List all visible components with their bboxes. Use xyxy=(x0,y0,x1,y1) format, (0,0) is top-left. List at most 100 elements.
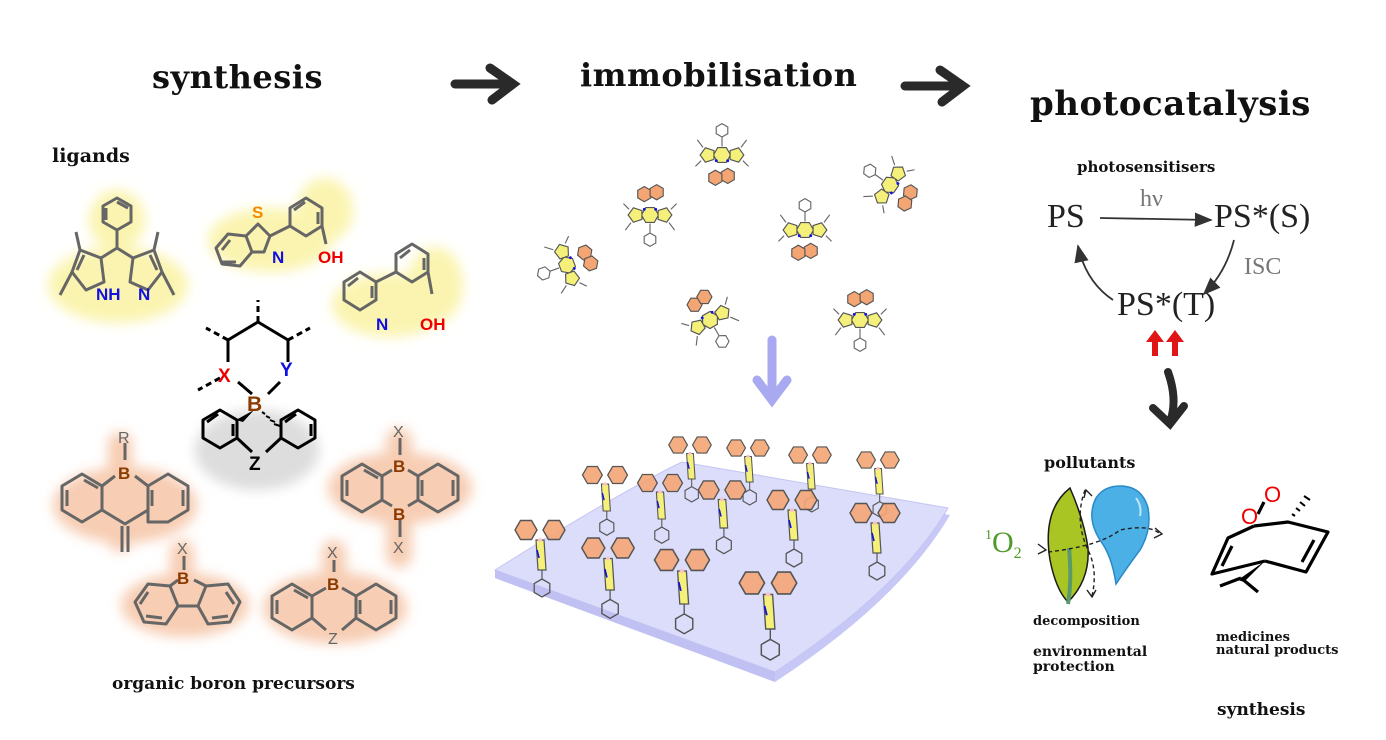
btz-oh-label: OH xyxy=(318,248,344,267)
support-surface xyxy=(493,461,950,682)
immobilised-bodipy xyxy=(581,465,629,536)
arrow-synthesis-to-immobilisation-icon xyxy=(450,63,521,105)
isc-arrow xyxy=(1202,239,1235,296)
precursor-diboraanthracene xyxy=(340,438,460,537)
applications-label: medicines natural products xyxy=(1216,631,1338,657)
immobilised-bodipy xyxy=(738,571,798,661)
cycle-ps-singlet: PS*(S) xyxy=(1214,198,1311,235)
photosensitisers-label: photosensitisers xyxy=(1077,158,1216,176)
precursor-glows xyxy=(53,428,472,644)
immobilised-bodipy xyxy=(580,537,636,620)
bodipy-molecule xyxy=(694,122,750,187)
p4-x-label: X xyxy=(327,545,338,562)
endoperoxide-structure xyxy=(1210,501,1330,594)
benzothiazole-ligand xyxy=(214,196,328,268)
bodipy-molecule xyxy=(622,183,678,248)
bodipy-molecule xyxy=(863,155,918,214)
ligands-label: ligands xyxy=(52,145,130,167)
dipyrrin-ligand xyxy=(58,196,176,296)
bodipy-molecule xyxy=(832,288,888,353)
immobilised-bodipy xyxy=(514,519,566,598)
leaf-icon xyxy=(1047,486,1089,605)
endoperoxide-hash xyxy=(1291,495,1311,517)
immobilised-bodipy xyxy=(697,480,747,555)
free-molecules xyxy=(536,122,918,353)
endoperoxide-wedge xyxy=(1238,561,1265,582)
btz-n-label: N xyxy=(272,248,284,267)
medicines-label: medicines xyxy=(1216,630,1290,645)
core-b-label: B xyxy=(247,393,262,416)
pollutants-label: pollutants xyxy=(1044,453,1136,472)
p1-r-label: R xyxy=(118,430,130,447)
immobilised-bodipy xyxy=(856,451,900,518)
boron-core-structure xyxy=(197,300,317,454)
core-shadow xyxy=(195,410,319,490)
diffusion-arrowheads xyxy=(1037,488,1164,599)
immobilised-bodipy xyxy=(668,436,712,503)
heading-synthesis: synthesis xyxy=(152,58,323,96)
environmental-label: environmental protection xyxy=(1033,645,1147,675)
environmental-line2: protection xyxy=(1033,659,1115,675)
core-z-label: Z xyxy=(249,454,261,475)
precursor-borafluorene xyxy=(133,556,242,626)
dipyrrin-n-label: N xyxy=(138,285,150,304)
arrow-immobilisation-to-photocatalysis-icon xyxy=(900,65,971,107)
pyr-n-label: N xyxy=(376,315,388,334)
natural-products-label: natural products xyxy=(1216,643,1339,658)
immobilised-bodipy xyxy=(726,439,770,506)
bodipy-molecule xyxy=(777,197,833,262)
p4-z-label: Z xyxy=(328,631,338,648)
singlet-oxygen-sub: 2 xyxy=(1013,545,1022,562)
p2-b2-label: B xyxy=(393,505,405,524)
immobilised-bodipy xyxy=(788,446,832,513)
excitation-arrow xyxy=(1099,212,1213,227)
synthesis-application-label: synthesis xyxy=(1217,700,1306,720)
p3-b-label: B xyxy=(177,569,189,588)
core-y-label: Y xyxy=(280,360,293,381)
dipyrrin-nh-label: NH xyxy=(96,285,121,304)
singlet-oxygen-sup: 1 xyxy=(985,528,992,543)
arrow-cycle-to-applications-icon xyxy=(1149,368,1188,430)
water-drop-icon xyxy=(1091,485,1150,587)
heading-immobilisation: immobilisation xyxy=(580,56,858,94)
endoperoxide-o1: O xyxy=(1264,482,1281,507)
immobilised-bodipy xyxy=(766,489,818,568)
pyr-oh-label: OH xyxy=(420,315,446,334)
triplet-spin-arrows-icon xyxy=(1146,330,1184,356)
heading-photocatalysis: photocatalysis xyxy=(1030,84,1311,124)
bodipy-molecule xyxy=(536,235,599,294)
precursor-boraanthracene xyxy=(60,443,190,552)
p2-x2-label: X xyxy=(393,540,404,557)
diffusion-path-arrows xyxy=(1047,489,1161,597)
environmental-line1: environmental xyxy=(1033,644,1148,660)
decomposition-label: decomposition xyxy=(1033,614,1140,629)
relaxation-arrow xyxy=(1074,244,1114,301)
immobilised-bodipy xyxy=(636,473,684,544)
p3-x-label: X xyxy=(177,541,188,558)
down-arrow-icon xyxy=(752,335,792,408)
singlet-oxygen-base: O xyxy=(992,526,1014,559)
p4-b-label: B xyxy=(327,575,339,594)
p2-x1-label: X xyxy=(393,424,404,441)
p1-b-label: B xyxy=(118,464,130,483)
cycle-hv: hν xyxy=(1140,186,1163,212)
precursor-z-borinine xyxy=(270,560,398,632)
cycle-ps-triplet: PS*(T) xyxy=(1117,286,1216,323)
cycle-ps: PS xyxy=(1047,198,1085,235)
wedge-bond xyxy=(236,410,254,422)
singlet-oxygen: 1O2 xyxy=(985,526,1022,562)
precursors-label: organic boron precursors xyxy=(112,674,355,694)
endoperoxide-o2: O xyxy=(1241,504,1258,529)
bound-molecules xyxy=(514,436,901,661)
immobilised-bodipy xyxy=(849,502,901,581)
core-x-label: X xyxy=(218,366,231,387)
immobilised-bodipy xyxy=(653,548,711,635)
hash-bond xyxy=(261,411,281,427)
pyridyl-phenol-ligand xyxy=(342,242,434,312)
cycle-isc: ISC xyxy=(1244,254,1282,280)
